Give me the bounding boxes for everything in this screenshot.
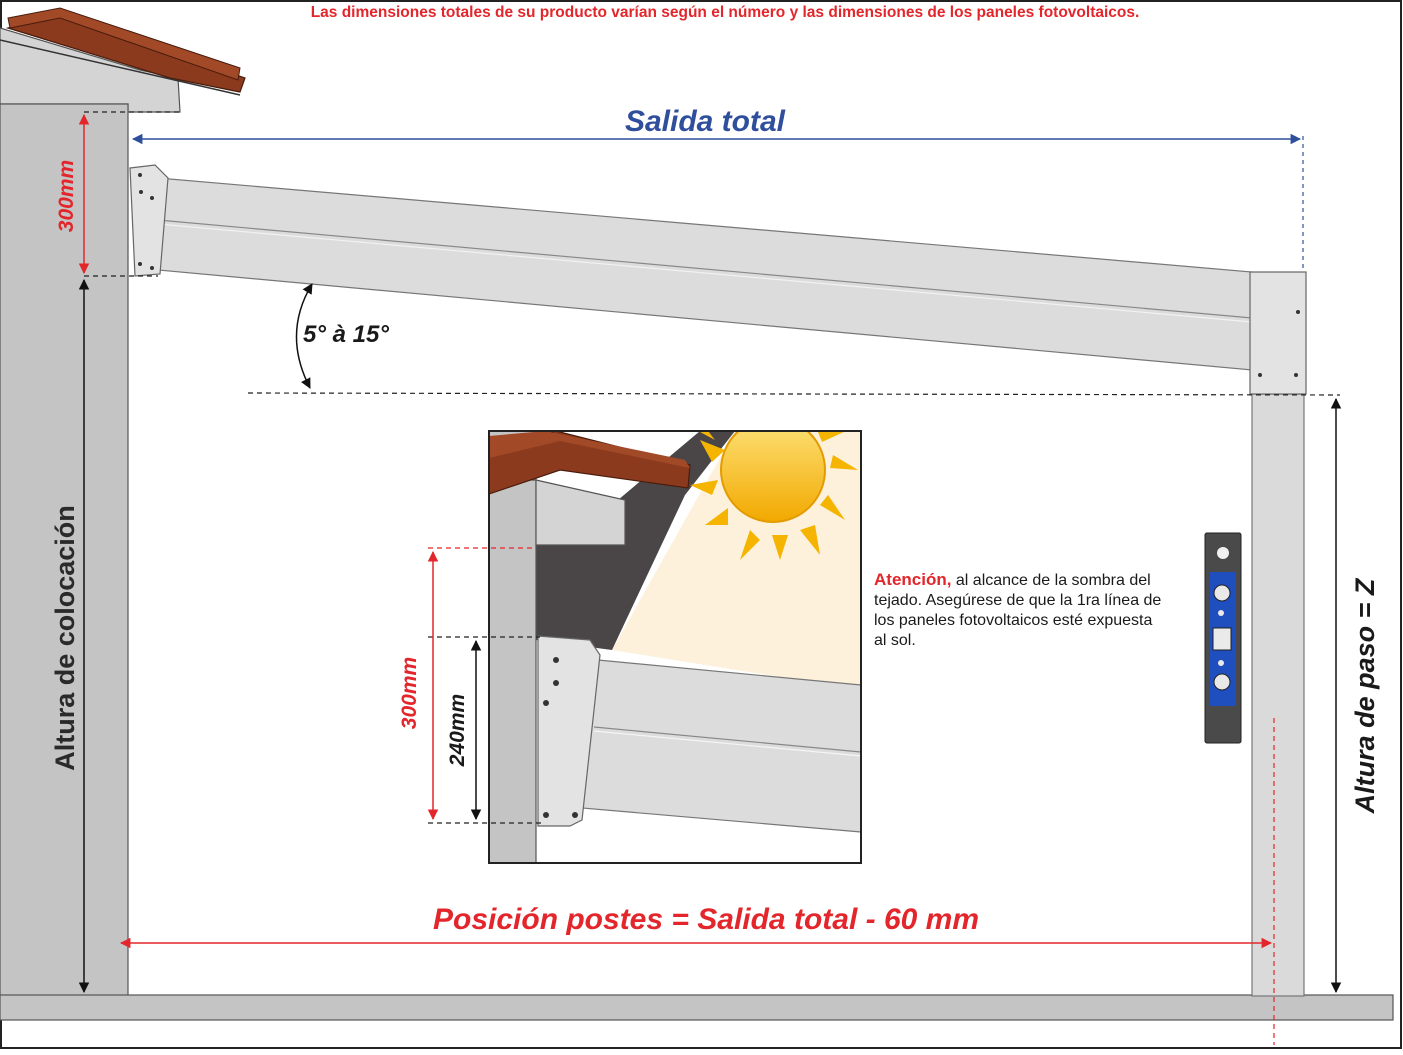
detail-inset	[488, 430, 862, 864]
post	[1251, 393, 1305, 997]
spirit-level	[1204, 532, 1242, 744]
detail-inner-label: 240mm	[446, 694, 469, 767]
clearance-height-label: Altura de paso = Z	[1350, 577, 1380, 814]
roof	[0, 7, 246, 113]
wall-offset-label: 300mm	[55, 160, 78, 232]
sun-icon	[690, 431, 858, 560]
wall-bracket	[129, 164, 169, 277]
post-connector	[1249, 271, 1307, 395]
reference-lines	[84, 111, 1341, 396]
ground-slab	[0, 994, 1394, 1021]
angle-label: 5° à 15°	[303, 321, 389, 348]
warning-text: al alcance de la sombra del tejado. Aseg…	[874, 572, 1162, 649]
detail-border	[488, 430, 862, 864]
detail-dim-guides	[428, 636, 545, 824]
notice-text: Las dimensiones totales de su producto v…	[311, 4, 1140, 21]
overhang-label: Salida total	[625, 105, 786, 138]
warning-note: Atención, al alcance de la sombra del te…	[874, 570, 1164, 651]
angle-arc	[295, 283, 313, 389]
warning-title: Atención,	[874, 570, 952, 589]
mounting-height-label: Altura de colocación	[50, 505, 80, 771]
wall	[0, 103, 129, 998]
post-position-label: Posición postes = Salida total - 60 mm	[433, 903, 979, 936]
detail-outer-label: 300mm	[398, 657, 421, 729]
